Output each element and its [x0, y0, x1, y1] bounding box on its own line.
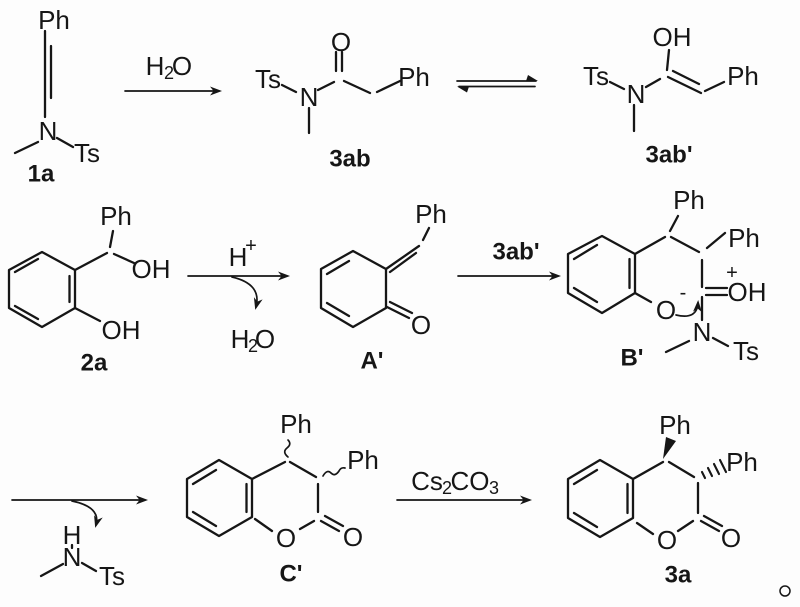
arrow-enol-addition: 3ab' — [457, 239, 561, 281]
o-ring-label: O — [657, 525, 677, 555]
bonds — [39, 543, 98, 578]
ph-label: Ph — [100, 201, 132, 231]
n-label: N — [63, 542, 82, 572]
compound-B-prime: Ph Ph + OH - O N Ts B' — [566, 185, 767, 372]
o-ring-label: O — [276, 523, 296, 553]
enol-reagent-label: 3ab' — [492, 239, 539, 266]
compound-tag-3ab-prime: 3ab' — [645, 142, 692, 169]
ph-right-label: Ph — [347, 445, 379, 475]
compound-3ab-prime: Ts N OH Ph 3ab' — [583, 22, 759, 169]
ts-label: Ts — [99, 561, 125, 591]
arrow-amine-elimination — [11, 495, 148, 528]
compound-A-prime: Ph O A' — [319, 199, 447, 375]
bonds — [250, 460, 345, 533]
compound-tag-2a: 2a — [81, 350, 108, 377]
equilibrium-arrows — [456, 75, 538, 93]
compound-C-prime: Ph Ph O O C' — [185, 409, 379, 588]
ts-label: Ts — [583, 61, 609, 91]
bold-wedge-ph-top — [663, 437, 676, 459]
plus-charge: + — [726, 262, 738, 284]
compound-tag-3ab: 3ab — [329, 146, 370, 173]
ph-top-label: Ph — [659, 410, 691, 440]
oh-label: OH — [653, 22, 692, 52]
wavy-bond-ph-right — [322, 466, 346, 477]
ph-right-label: Ph — [726, 447, 758, 477]
curved-arrow-cyclization — [675, 300, 702, 317]
wavy-bond-ph-top — [283, 439, 291, 458]
n-label: N — [300, 82, 319, 112]
ph-label: Ph — [398, 62, 430, 92]
bonds — [13, 29, 75, 155]
ts-label: Ts — [74, 138, 100, 168]
n-label: N — [627, 79, 646, 109]
compound-3ab: Ts N O Ph 3ab — [255, 27, 430, 173]
cs2co3-sub2: 2 — [442, 478, 452, 498]
bonds — [384, 226, 431, 320]
bonds — [280, 50, 402, 135]
n-label: N — [39, 116, 58, 146]
o-label: O — [411, 310, 431, 340]
ph-top-label: Ph — [673, 185, 705, 215]
o-carbonyl-label: O — [721, 523, 741, 553]
hashed-wedge-ph-right — [700, 458, 728, 480]
arrow-hydration: H 2 O — [124, 51, 222, 96]
bonds — [633, 214, 730, 354]
ring — [319, 249, 388, 329]
o-phenolate-label: O — [656, 295, 676, 325]
curved-arrow-water-loss — [231, 276, 263, 310]
bonds — [608, 48, 726, 133]
o-carbonyl-label: O — [343, 522, 363, 552]
compound-tag-1a: 1a — [28, 161, 55, 188]
compound-tag-A-prime: A' — [360, 348, 383, 375]
bonds — [73, 229, 136, 323]
compound-tag-C-prime: C' — [279, 561, 302, 588]
compound-2a: Ph OH OH 2a — [7, 201, 171, 377]
benzene-ring — [185, 458, 254, 538]
water-sub2: 2 — [164, 63, 174, 83]
ph-right-label: Ph — [728, 223, 760, 253]
released-water-h: H — [231, 324, 250, 354]
acid-plus: + — [245, 235, 257, 257]
o-label: O — [331, 27, 351, 57]
released-water-o: O — [255, 324, 275, 354]
h-label: H — [63, 520, 82, 550]
water-o: O — [172, 51, 192, 81]
acid-h: H — [229, 242, 248, 272]
oh-label: OH — [728, 277, 767, 307]
ts-label: Ts — [733, 336, 759, 366]
sulfonamide-byproduct: H N Ts — [39, 520, 125, 591]
cs2co3-sub3: 3 — [489, 478, 499, 498]
compound-1a: Ph N Ts 1a — [13, 5, 100, 188]
ph-label: Ph — [415, 199, 447, 229]
compound-3a: Ph Ph O O 3a — [566, 410, 758, 589]
ph-top-label: Ph — [280, 409, 312, 439]
oh-benzylic-label: OH — [132, 254, 171, 284]
benzene-ring — [566, 234, 637, 315]
cs2co3-co: CO — [451, 466, 490, 496]
arrow-base-epimerization: Cs 2 CO 3 — [396, 466, 532, 505]
curved-arrow-amine-loss — [71, 500, 103, 528]
benzene-ring — [566, 458, 635, 539]
oh-phenol-label: OH — [102, 315, 141, 345]
ts-label: Ts — [255, 64, 281, 94]
compound-tag-3a: 3a — [665, 562, 692, 589]
minus-charge: - — [680, 282, 687, 304]
n-label: N — [693, 317, 712, 347]
released-water-sub2: 2 — [248, 336, 258, 356]
water-h: H — [146, 51, 165, 81]
arrow-acid-dehydration: H + H 2 O — [187, 235, 290, 356]
bonds — [631, 460, 724, 536]
ph-label: Ph — [38, 5, 70, 35]
benzene-ring — [7, 250, 77, 329]
ph-label: Ph — [727, 61, 759, 91]
cs2co3-cs: Cs — [411, 466, 443, 496]
period-mark — [779, 585, 791, 597]
compound-tag-B-prime: B' — [620, 345, 643, 372]
